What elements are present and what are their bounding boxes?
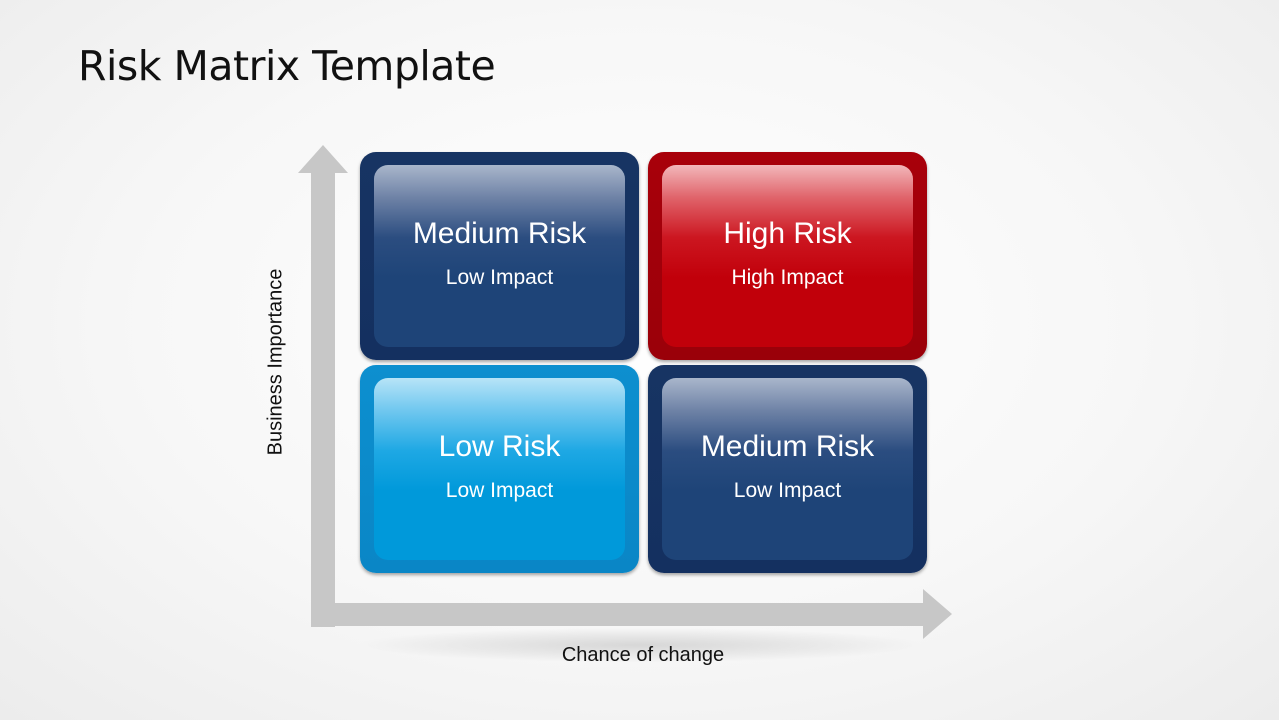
quadrant-medium-risk-bottom-right: Medium Risk Low Impact [648,365,927,573]
quadrant-gloss [662,165,913,347]
y-axis-label: Business Importance [264,268,287,456]
quadrant-title: Medium Risk [412,217,587,250]
quadrant-gloss [662,378,913,560]
quadrant-subtitle: High Impact [731,266,844,289]
quadrant-title: Medium Risk [700,430,875,463]
slide-title: Risk Matrix Template [78,42,496,90]
quadrant-high-risk-top-right: High Risk High Impact [648,152,927,360]
x-axis-label: Chance of change [561,644,725,666]
quadrant-subtitle: Low Impact [733,479,842,502]
quadrant-title: Low Risk [438,430,561,463]
quadrant-medium-risk-top-left: Medium Risk Low Impact [360,152,639,360]
y-axis-arrow-shape [298,145,348,627]
quadrant-subtitle: Low Impact [445,479,554,502]
quadrant-gloss [374,378,625,560]
quadrant-title: High Risk [723,217,852,250]
quadrant-gloss [374,165,625,347]
x-axis-arrow-shape [311,589,952,639]
quadrant-low-risk-bottom-left: Low Risk Low Impact [360,365,639,573]
quadrant-subtitle: Low Impact [445,266,554,289]
floor-shadow [360,628,920,662]
